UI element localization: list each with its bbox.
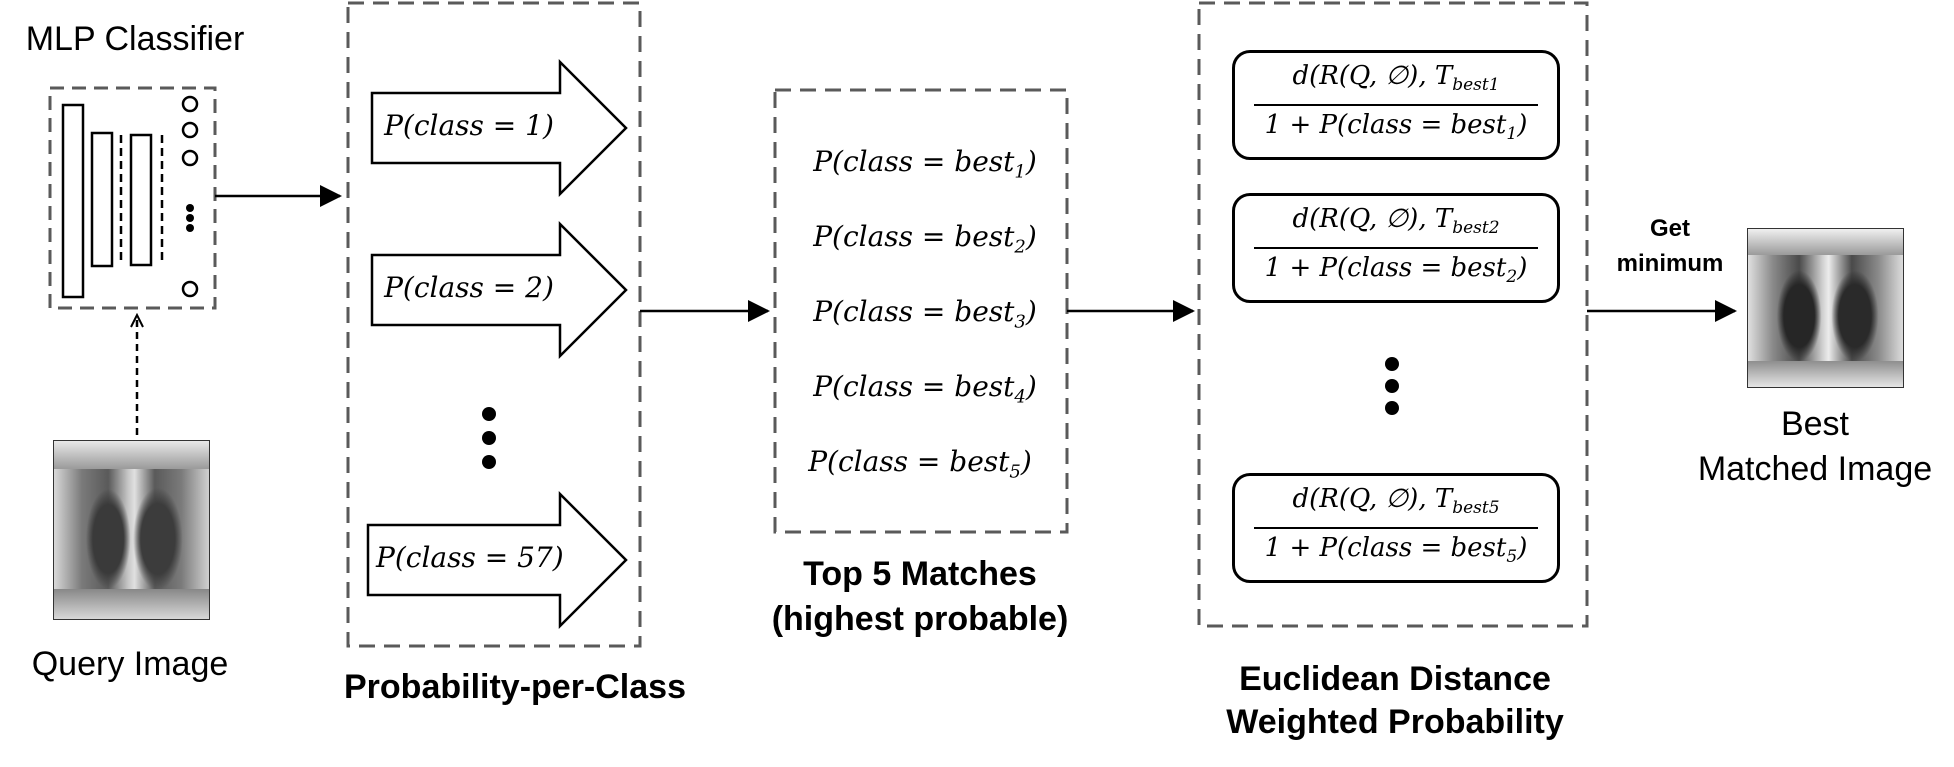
mlp-ellipsis-dot: [186, 204, 194, 212]
query-xray-image: [53, 440, 210, 620]
top5-caption-line2: (highest probable): [771, 600, 1069, 638]
best-matched-xray-image: [1747, 228, 1904, 388]
top5-item: P(class = best5): [808, 445, 1032, 483]
ellipsis-dot: [1385, 379, 1399, 393]
distance-fraction-box: d(R(Q, ∅), Tbest5 1 + P(class = best5): [1232, 473, 1560, 583]
get-minimum-line1: Get: [1649, 215, 1690, 242]
top5-caption-line1: Top 5 Matches: [803, 555, 1037, 593]
probability-panel-caption: Probability-per-Class: [344, 668, 686, 706]
best-matched-label-line1: Best: [1780, 405, 1850, 443]
get-minimum-line2: minimum: [1616, 250, 1724, 277]
fraction-numerator: d(R(Q, ∅), Tbest1: [1292, 60, 1500, 95]
distance-caption-line2: Weighted Probability: [1226, 703, 1564, 741]
distance-fraction-box: d(R(Q, ∅), Tbest1 1 + P(class = best1): [1232, 50, 1560, 160]
ellipsis-dot: [482, 455, 496, 469]
fraction-denominator: 1 + P(class = best5): [1264, 533, 1528, 568]
top5-item: P(class = best2): [813, 220, 1037, 258]
probability-panel-frame: [346, 1, 642, 648]
query-image-label: Query Image: [31, 645, 229, 683]
ellipsis-dot: [482, 431, 496, 445]
fraction-numerator: d(R(Q, ∅), Tbest2: [1292, 203, 1500, 238]
mlp-output-node: [181, 149, 199, 167]
distance-caption-line1: Euclidean Distance: [1239, 660, 1551, 698]
mlp-ellipsis-dot: [186, 224, 194, 232]
mlp-layer-input: [61, 103, 85, 299]
top5-item: P(class = best4): [813, 370, 1037, 408]
ellipsis-dot: [482, 407, 496, 421]
mlp-ellipsis-dot: [186, 214, 194, 222]
distance-panel-frame: [1197, 1, 1589, 628]
fraction-bar: [1254, 247, 1538, 249]
mlp-output-node: [181, 95, 199, 113]
top5-item: P(class = best1): [813, 145, 1037, 183]
mlp-frame: [48, 86, 217, 310]
mlp-layer-hidden2: [129, 133, 153, 267]
ellipsis-dot: [1385, 401, 1399, 415]
class-arrow-shape: [370, 220, 628, 360]
class-arrow-shape: [366, 490, 628, 630]
class-arrow-label: P(class = 1): [384, 109, 554, 142]
mlp-output-node: [181, 280, 199, 298]
fraction-denominator: 1 + P(class = best1): [1264, 110, 1528, 145]
fraction-numerator: d(R(Q, ∅), Tbest5: [1292, 483, 1500, 518]
fraction-bar: [1254, 527, 1538, 529]
distance-fraction-box: d(R(Q, ∅), Tbest2 1 + P(class = best2): [1232, 193, 1560, 303]
top5-item: P(class = best3): [813, 295, 1037, 333]
mlp-layer-hidden1: [90, 131, 114, 268]
ellipsis-dot: [1385, 357, 1399, 371]
class-arrow-label: P(class = 2): [384, 271, 554, 304]
mlp-output-node: [181, 121, 199, 139]
class-arrow-label: P(class = 57): [376, 541, 564, 574]
fraction-bar: [1254, 104, 1538, 106]
class-arrow-shape: [370, 58, 628, 198]
best-matched-label-line2: Matched Image: [1697, 450, 1933, 488]
mlp-title: MLP Classifier: [25, 20, 245, 58]
fraction-denominator: 1 + P(class = best2): [1264, 253, 1528, 288]
